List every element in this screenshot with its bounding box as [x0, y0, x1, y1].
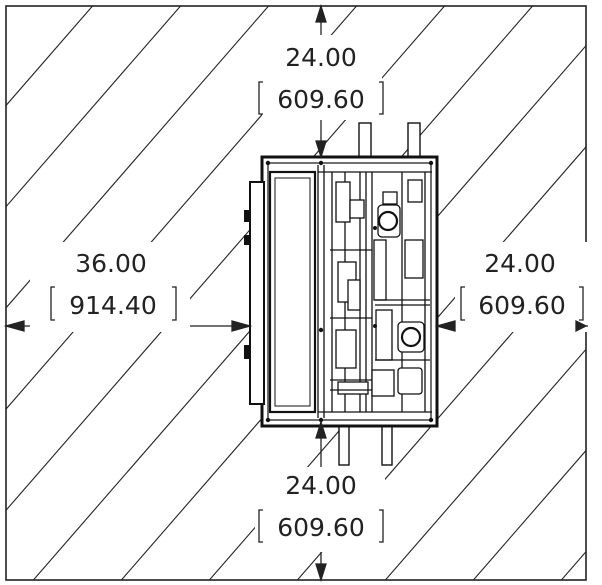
- dimension-top-mm: 609.60: [277, 85, 364, 114]
- dimension-left-inches: 36.00: [75, 249, 147, 278]
- hatch-line: [0, 0, 10, 585]
- hatch-line: [472, 449, 586, 580]
- dimension-right-mm: 609.60: [478, 291, 565, 320]
- dimension-right-inches: 24.00: [484, 249, 556, 278]
- hatch-line: [6, 6, 94, 107]
- hatch-line: [384, 348, 586, 580]
- dimension-bottom-inches: 24.00: [285, 471, 357, 500]
- hatch-line: [6, 6, 182, 208]
- text-masks: [30, 35, 590, 552]
- dimension-leaders: [3, 3, 588, 583]
- dimension-right: 24.00 609.60: [460, 249, 584, 321]
- dimension-left-mm: 914.40: [69, 291, 156, 320]
- dimension-top: 24.00 609.60: [258, 43, 384, 115]
- internal-components: [330, 179, 430, 397]
- dimension-bottom: 24.00 609.60: [258, 471, 384, 543]
- coil-panel: [268, 170, 317, 414]
- dimension-top-inches: 24.00: [285, 43, 357, 72]
- pipe-connections: [338, 122, 421, 466]
- dimension-left: 36.00 914.40: [50, 249, 177, 321]
- dimension-bottom-mm: 609.60: [277, 513, 364, 542]
- fan-housing: [249, 181, 265, 405]
- hatch-line: [6, 6, 270, 309]
- unit-bolts: [265, 160, 434, 423]
- equipment-unit: [244, 122, 439, 466]
